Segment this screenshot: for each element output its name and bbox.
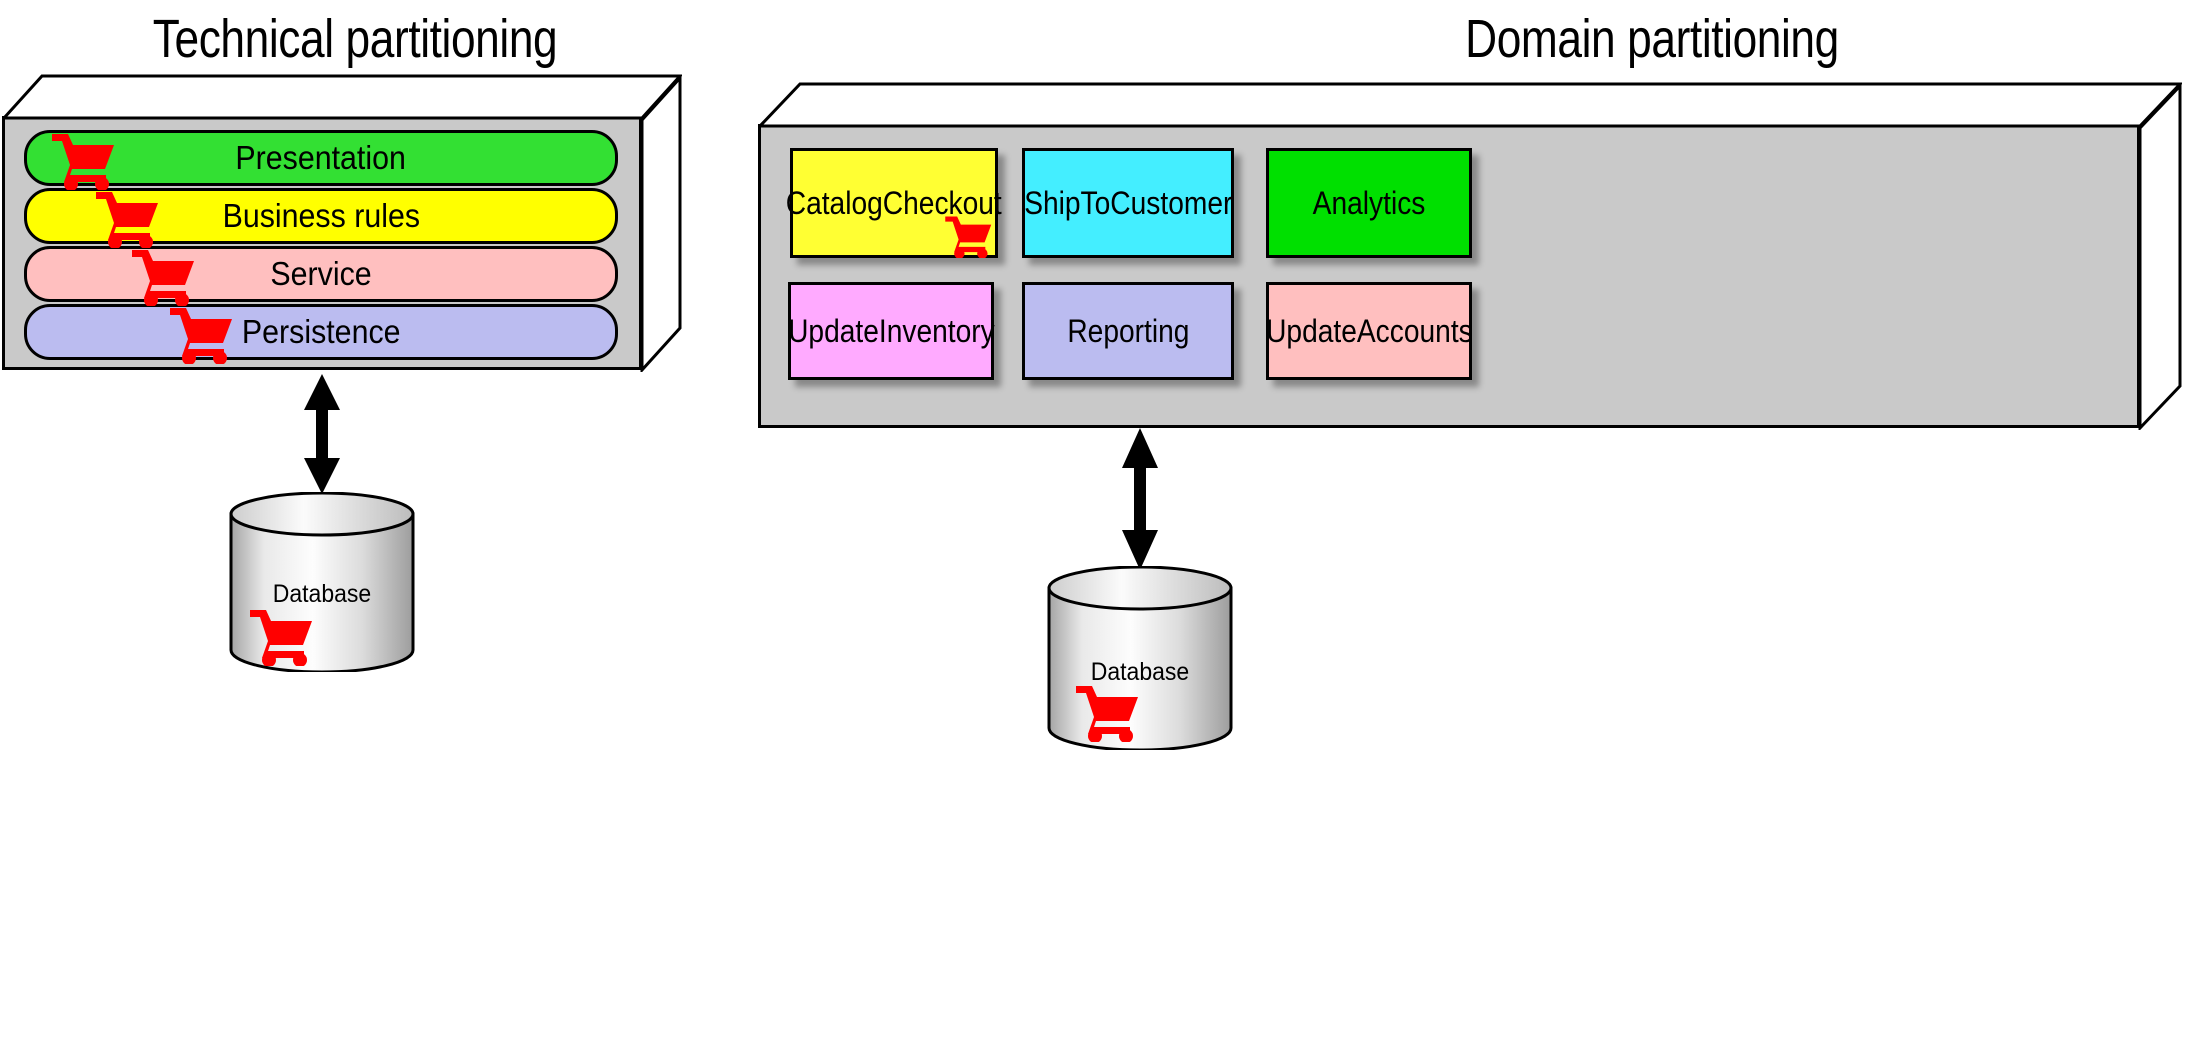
database-label: Database <box>272 580 372 608</box>
service-label: ShipToCustomer <box>1023 184 1233 221</box>
layer-business-rules[interactable]: Business rules <box>24 188 618 244</box>
double-headed-arrow-technical <box>304 374 340 494</box>
layer-persistence[interactable]: Persistence <box>24 304 618 360</box>
cuboid-right-face <box>2138 84 2182 430</box>
service-box-analytics[interactable]: Analytics <box>1266 148 1472 258</box>
cuboid-top-face <box>2 74 682 120</box>
service-box-updateaccounts[interactable]: UpdateAccounts <box>1266 282 1472 380</box>
service-box-shiptocustomer[interactable]: ShipToCustomer <box>1022 148 1234 258</box>
service-box-updateinventory[interactable]: UpdateInventory <box>788 282 994 380</box>
service-label: CatalogCheckout <box>785 184 1003 221</box>
database-label: Database <box>1090 658 1190 686</box>
cuboid-right-face <box>640 76 682 372</box>
layer-presentation[interactable]: Presentation <box>24 130 618 186</box>
database-cylinder-technical[interactable]: Database <box>228 492 416 672</box>
panel-title-domain: Domain partitioning <box>1465 9 1839 69</box>
layer-service[interactable]: Service <box>24 246 618 302</box>
service-label: Analytics <box>1312 184 1426 221</box>
cuboid-top-face <box>758 82 2182 128</box>
layer-label: Business rules <box>222 197 420 234</box>
layer-label: Service <box>270 255 372 292</box>
layer-label: Presentation <box>235 139 407 176</box>
service-label: Reporting <box>1066 312 1190 349</box>
database-cylinder-domain[interactable]: Database <box>1046 566 1234 750</box>
double-headed-arrow-domain <box>1122 428 1158 570</box>
service-label: UpdateInventory <box>787 312 995 349</box>
service-box-reporting[interactable]: Reporting <box>1022 282 1234 380</box>
service-label: UpdateAccounts <box>1265 312 1473 349</box>
panel-title-technical: Technical partitioning <box>152 9 558 69</box>
layer-label: Persistence <box>241 313 401 350</box>
service-box-catalogcheckout[interactable]: CatalogCheckout <box>786 148 1002 258</box>
